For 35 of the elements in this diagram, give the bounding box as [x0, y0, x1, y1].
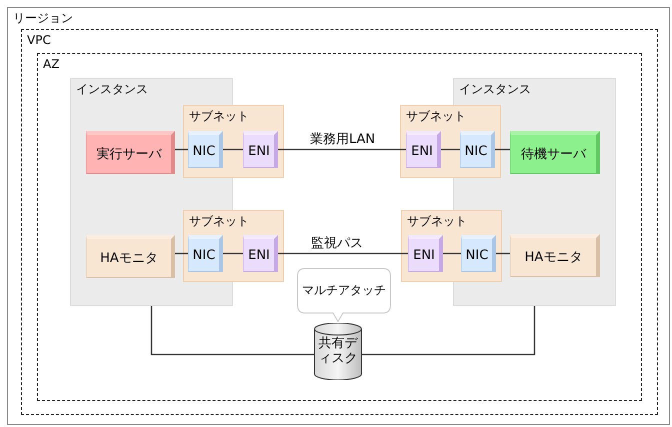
server-box: 待機サーバ	[510, 131, 600, 174]
nic-box: NIC	[460, 131, 495, 168]
instance-label: インスタンス	[459, 82, 531, 96]
az-label: AZ	[43, 57, 60, 71]
connector-line	[223, 252, 243, 254]
nic-box: NIC	[188, 131, 223, 168]
connector-line	[150, 306, 314, 356]
connector-line	[175, 252, 188, 254]
subnet-label: サブネット	[189, 109, 249, 123]
callout-bubble: マルチアタッチ	[297, 268, 391, 322]
instance-label: インスタンス	[76, 82, 148, 96]
subnet-label: サブネット	[189, 214, 249, 228]
region-label: リージョン	[13, 11, 73, 25]
disk-cylinder: 共有ディスク	[314, 323, 362, 380]
connector-line	[362, 306, 536, 356]
connector-line	[441, 148, 460, 150]
eni-box: ENI	[408, 235, 443, 272]
nic-box: NIC	[188, 235, 223, 272]
subnet-label: サブネット	[407, 214, 467, 228]
server-box: 実行サーバ	[86, 131, 175, 174]
monitor-box: HAモニタ	[86, 235, 175, 278]
connector-line	[175, 148, 188, 150]
nic-box: NIC	[461, 235, 496, 272]
subnet-label: サブネット	[406, 109, 466, 123]
eni-box: ENI	[406, 131, 441, 168]
connector-line	[496, 252, 510, 254]
vpc-label: VPC	[27, 33, 51, 47]
connector-line	[278, 148, 406, 150]
connector-line	[443, 252, 461, 254]
connector-line	[278, 252, 408, 254]
connector-line	[223, 148, 243, 150]
connector-line	[495, 148, 510, 150]
monitor-box: HAモニタ	[510, 234, 600, 277]
eni-box: ENI	[243, 131, 278, 168]
eni-box: ENI	[243, 235, 278, 272]
